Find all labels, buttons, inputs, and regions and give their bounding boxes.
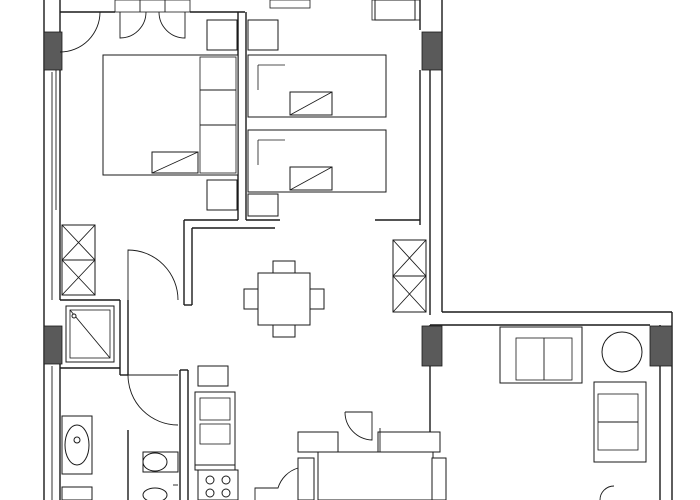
balcony [499,326,647,500]
pillar [43,31,63,71]
door-swing-icon [127,249,179,301]
chair [377,431,441,453]
door-swing-icon [158,11,186,39]
chair [309,288,325,310]
wardrobe [374,0,416,21]
pillar [649,325,673,367]
door-swing-icon [254,467,299,500]
door-swing-icon [59,11,101,53]
nightstand [247,193,279,217]
fridge [197,365,229,387]
pillar [421,31,443,71]
nightstand [206,19,238,51]
sofa-icon [499,326,583,384]
master-bedroom [55,19,239,296]
lower-dining [297,428,447,500]
nightstand [247,19,279,51]
chair [431,457,447,500]
stove-icon [197,469,239,500]
living-room [243,260,325,338]
nightstand [206,179,238,211]
round-table-icon [601,331,643,373]
chair [243,288,259,310]
top-windows [114,0,421,21]
twin-bedroom [247,0,427,313]
counter [194,391,236,471]
interior-walls [60,12,420,500]
chair [297,457,315,500]
door-swing-icon [344,411,373,441]
pillar [421,325,443,367]
dining-table-icon [317,451,434,500]
toilet-icon [61,486,93,500]
pillars [43,31,673,367]
chair [272,324,296,338]
bathroom [61,305,179,500]
door-swing-icon [127,374,179,426]
kitchen [194,365,239,500]
door-swing-icon [119,11,147,39]
pillar [43,325,63,365]
chair [272,260,296,274]
door-swing-icon [599,485,615,500]
doors [59,11,420,500]
chair [297,431,339,453]
dining-table-icon [257,272,311,326]
sink-icon [199,423,231,445]
